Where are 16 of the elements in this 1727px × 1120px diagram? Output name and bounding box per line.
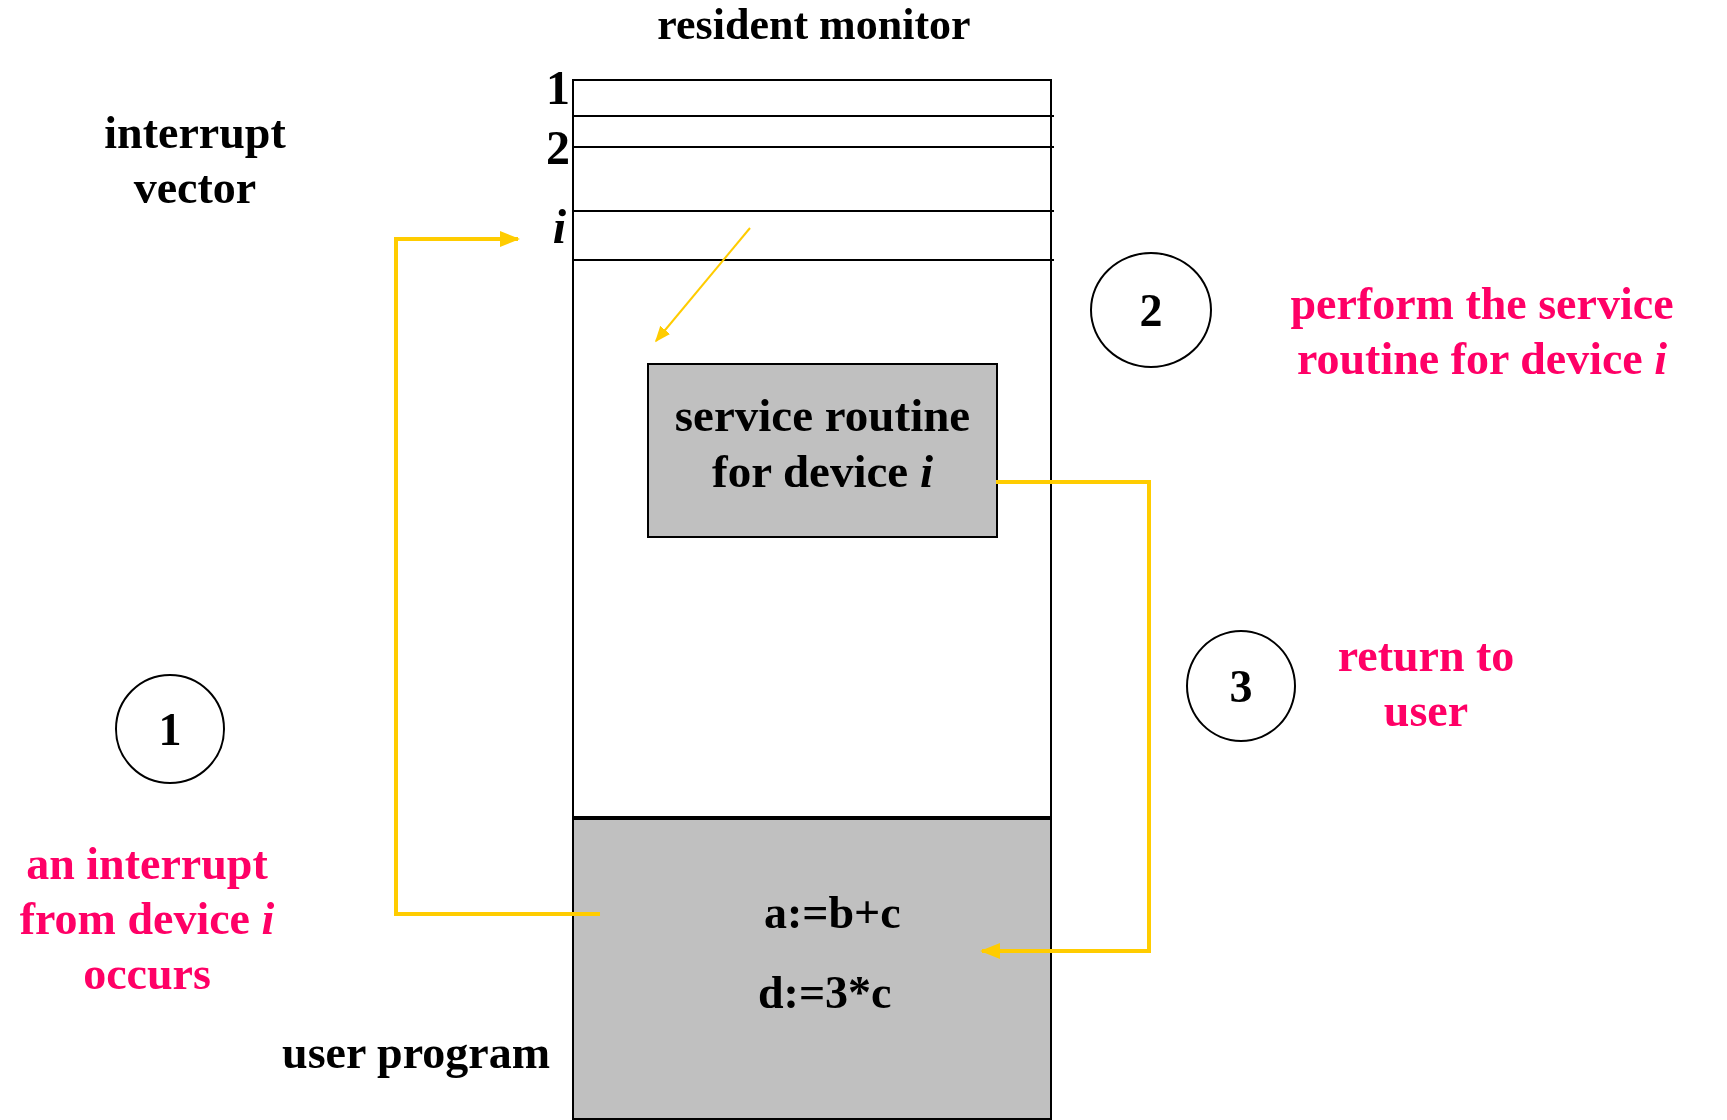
slot-number: i xyxy=(552,199,566,255)
routine-label: service routine for device i xyxy=(673,388,972,500)
vector-label: interrupt vector xyxy=(103,106,287,216)
arrow xyxy=(980,480,1151,959)
step-description: perform the service routine for device i xyxy=(1289,277,1675,387)
routine-box xyxy=(647,363,998,538)
slot-number: 2 xyxy=(546,120,570,176)
step-description: an interrupt from device i occurs xyxy=(18,837,276,1002)
slot-number: 1 xyxy=(546,60,570,116)
region-heading: resident monitor xyxy=(656,0,972,51)
region-label: user program xyxy=(282,1026,550,1080)
arrow xyxy=(655,227,751,343)
code-line: d:=3*c xyxy=(758,966,892,1020)
arrow xyxy=(394,231,600,916)
step-description: return to user xyxy=(1336,629,1516,739)
code-line: a:=b+c xyxy=(764,886,901,940)
